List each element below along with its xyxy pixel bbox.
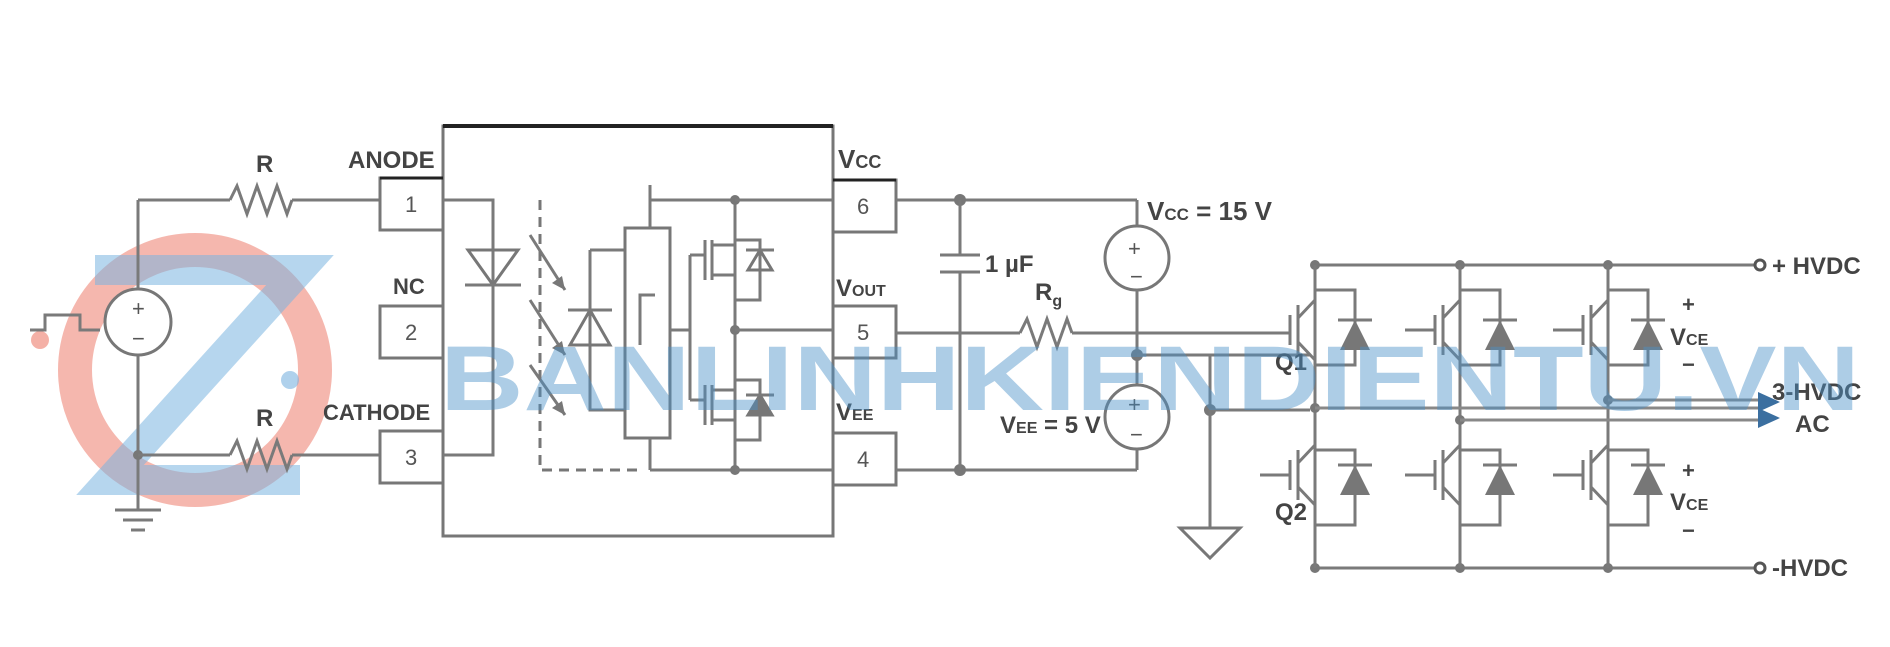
- svg-text:−: −: [132, 326, 145, 351]
- label-vce2-minus: −: [1682, 518, 1695, 543]
- label-anode: ANODE: [348, 147, 435, 174]
- label-vee-supply: VEE = 5 V: [1000, 412, 1101, 439]
- photodiode-icon: [567, 306, 613, 347]
- pin-1-box: [378, 176, 445, 232]
- ground-icon-right: [1176, 526, 1244, 561]
- label-vee: VEE: [836, 399, 874, 426]
- input-circuit: + −: [30, 181, 380, 532]
- watermark-logo: [31, 233, 334, 507]
- label-vce2: VCE: [1670, 489, 1709, 516]
- pin-3-label: 3: [405, 445, 417, 470]
- label-cathode: CATHODE: [323, 400, 430, 425]
- pulse-source-icon: [103, 287, 173, 357]
- label-minus-hvdc: -HVDC: [1772, 555, 1848, 582]
- label-3-hvdc: 3-HVDC: [1772, 379, 1861, 406]
- pin-5-box: [831, 304, 898, 360]
- label-q2: Q2: [1275, 499, 1307, 526]
- pin-4-box: [831, 431, 898, 487]
- mosfet-top-icon: [690, 200, 775, 330]
- pin-2-label: 2: [405, 320, 417, 345]
- label-r-top: R: [256, 151, 273, 178]
- pin-5-label: 5: [857, 320, 869, 345]
- output-arrow-icon: [1758, 392, 1780, 412]
- resistor-r-top: [228, 181, 294, 219]
- igbt-bridge: [1260, 258, 1780, 575]
- svg-text:+: +: [1128, 236, 1141, 261]
- pin-6-label: 6: [857, 194, 869, 219]
- label-plus-hvdc: + HVDC: [1772, 253, 1861, 280]
- label-ac: AC: [1795, 411, 1830, 438]
- pin-4-label: 4: [857, 447, 869, 472]
- svg-text:+: +: [132, 296, 145, 321]
- svg-text:−: −: [1130, 264, 1143, 289]
- label-cap: 1 µF: [985, 251, 1034, 278]
- resistor-r-bottom: [228, 436, 294, 474]
- igbt-q2-diode-icon: [1340, 465, 1370, 495]
- svg-text:−: −: [1130, 422, 1143, 447]
- label-rg: Rg: [1035, 279, 1062, 310]
- igbt-q1-diode-icon: [1340, 320, 1370, 350]
- pin-3-box: [378, 429, 445, 485]
- label-q1: Q1: [1275, 349, 1307, 376]
- leg-3: [1553, 265, 1665, 568]
- watermark-text: BANLINHKIENDIENTU.VN: [440, 328, 1860, 430]
- ground-icon-left: [115, 508, 161, 532]
- leg-2: [1405, 265, 1517, 568]
- mosfet-bottom-icon: [690, 360, 775, 470]
- label-vce1: VCE: [1670, 324, 1709, 351]
- label-nc: NC: [393, 274, 425, 299]
- label-r-bottom: R: [256, 405, 273, 432]
- label-vce1-plus: +: [1682, 292, 1695, 317]
- resistor-rg: [1018, 314, 1074, 352]
- label-vce2-plus: +: [1682, 458, 1695, 483]
- pin-1-label: 1: [405, 192, 417, 217]
- pin-2-box: [378, 304, 445, 360]
- label-vcc-supply: VCC = 15 V: [1147, 196, 1273, 226]
- label-vcc-pin: VCC: [838, 144, 881, 174]
- optocoupler-ic: [378, 124, 898, 538]
- supply-circuit: + − + −: [896, 194, 1310, 561]
- label-vout: VOUT: [836, 275, 886, 302]
- led-diode-icon: [465, 248, 521, 288]
- label-vce1-minus: −: [1682, 352, 1695, 377]
- amplifier-block: [623, 226, 672, 440]
- svg-text:+: +: [1128, 392, 1141, 417]
